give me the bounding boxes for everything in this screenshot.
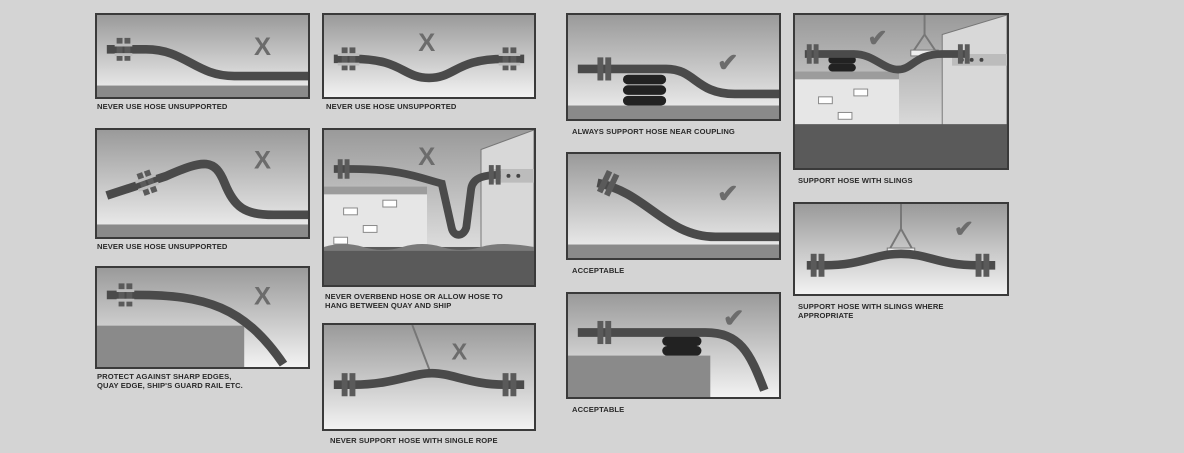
tyre-support-icon xyxy=(623,75,666,106)
caption-p7: ALWAYS SUPPORT HOSE NEAR COUPLING xyxy=(572,127,735,136)
caption-p1: NEVER USE HOSE UNSUPPORTED xyxy=(97,102,227,111)
caption-p5: PROTECT AGAINST SHARP EDGES, QUAY EDGE, … xyxy=(97,372,243,390)
correct-check-icon: ✔ xyxy=(954,216,974,242)
panel-acceptable-1: ✔ xyxy=(566,152,781,260)
panel-slings-appropriate: ✔ xyxy=(793,202,1009,296)
panel-unsupported-1: X xyxy=(95,13,310,99)
caption-p9: ACCEPTABLE xyxy=(572,405,624,414)
caption-p8: ACCEPTABLE xyxy=(572,266,624,275)
correct-check-icon: ✔ xyxy=(723,305,744,333)
wrong-x-icon: X xyxy=(254,33,271,61)
ship-icon xyxy=(942,15,1007,142)
tyre-support-icon xyxy=(662,336,701,355)
wrong-x-icon: X xyxy=(452,339,468,365)
caption-p6: NEVER SUPPORT HOSE WITH SINGLE ROPE xyxy=(330,436,498,445)
ship-icon xyxy=(481,130,534,255)
correct-check-icon: ✔ xyxy=(717,180,738,208)
panel-sharp-edges: X xyxy=(95,266,310,369)
panel-acceptable-2: ✔ xyxy=(566,292,781,399)
caption-p3: NEVER USE HOSE UNSUPPORTED xyxy=(97,242,227,251)
tyre-support-icon xyxy=(828,56,855,72)
panel-unsupported-2: X xyxy=(322,13,536,99)
panel-support-near-coupling: ✔ xyxy=(566,13,781,121)
wrong-x-icon: X xyxy=(418,30,435,58)
panel-slings: ✔ xyxy=(793,13,1009,170)
panel-unsupported-3: X xyxy=(95,128,310,239)
caption-p11: SUPPORT HOSE WITH SLINGS WHERE APPROPRIA… xyxy=(798,302,944,320)
panel-overbend: X xyxy=(322,128,536,287)
correct-check-icon: ✔ xyxy=(717,49,738,77)
wrong-x-icon: X xyxy=(254,147,271,175)
panel-single-rope: X xyxy=(322,323,536,431)
wrong-x-icon: X xyxy=(254,283,271,311)
caption-p10: SUPPORT HOSE WITH SLINGS xyxy=(798,176,913,185)
correct-check-icon: ✔ xyxy=(868,25,888,51)
wrong-x-icon: X xyxy=(418,143,435,171)
caption-p2: NEVER USE HOSE UNSUPPORTED xyxy=(326,102,456,111)
caption-p4: NEVER OVERBEND HOSE OR ALLOW HOSE TO HAN… xyxy=(325,292,503,310)
